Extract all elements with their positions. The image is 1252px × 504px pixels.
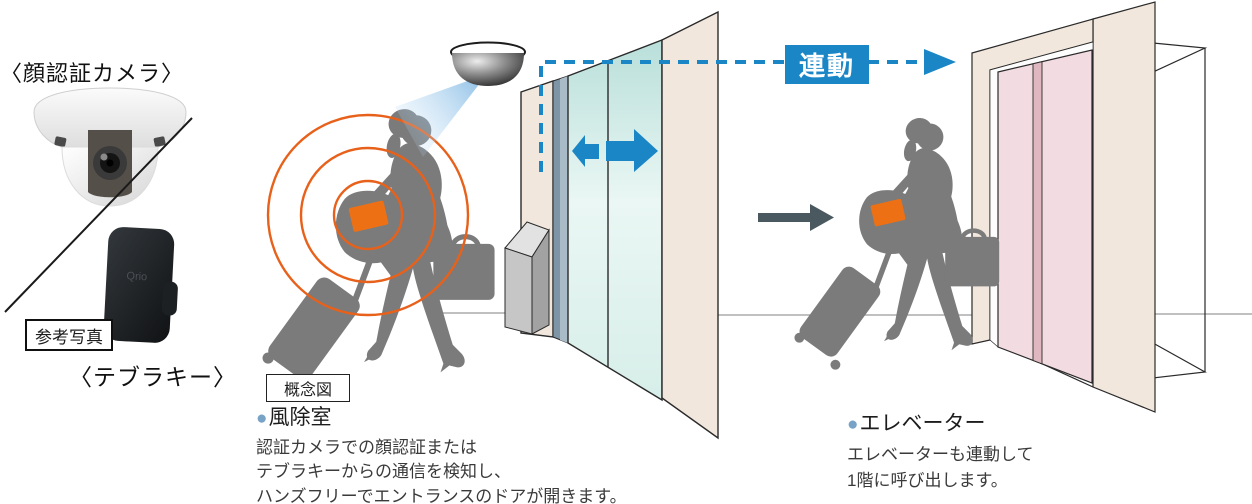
elevator-side-wall [1092, 1, 1156, 413]
walking-woman-right-silhouette [794, 115, 999, 370]
vestibule-description: 認証カメラでの顔認証または テブラキーからの通信を検知し、 ハンズフリーでエント… [256, 438, 627, 504]
ceiling-camera-icon [395, 41, 526, 157]
flow-arrow-icon [758, 204, 834, 231]
camera-beam [395, 74, 487, 157]
door-open-arrow-left [572, 135, 599, 167]
divider-line [4, 117, 193, 313]
bullet-icon: ● [847, 414, 859, 435]
elevator-doors [997, 49, 1093, 384]
face-camera-photo [33, 87, 187, 207]
entrance-door-illustration [504, 10, 719, 440]
vestibule-section: ●風除室 認証カメラでの顔認証または テブラキーからの通信を検知し、 ハンズフリ… [256, 401, 627, 504]
key-fob-photo: Qrio [103, 227, 178, 343]
door-open-arrow-right [606, 129, 658, 172]
bullet-icon: ● [256, 408, 268, 429]
reference-photo-badge: 参考写真 [25, 319, 113, 351]
linked-badge: 連動 [785, 45, 869, 84]
entrance-right-wall [661, 10, 719, 440]
key-logo-text: Qrio [126, 270, 147, 283]
face-camera-label: 〈顔認証カメラ〉 [0, 61, 185, 86]
vestibule-title: ●風除室 [256, 405, 332, 429]
radio-waves-icon [266, 113, 470, 317]
elevator-description: エレベーターも連動して 1階に呼び出します。 [847, 445, 1034, 490]
key-label: 〈テブラキー〉 [69, 365, 237, 390]
concept-diagram-badge: 概念図 [266, 374, 350, 402]
access-control-pedestal [504, 221, 550, 335]
elevator-section: ●エレベーター エレベーターも連動して 1階に呼び出します。 [847, 407, 1034, 494]
entrance-glass-doors [567, 38, 663, 402]
elevator-door-gap [1032, 61, 1043, 365]
elevator-illustration [971, 1, 1208, 413]
elevator-title: ●エレベーター [847, 411, 986, 435]
